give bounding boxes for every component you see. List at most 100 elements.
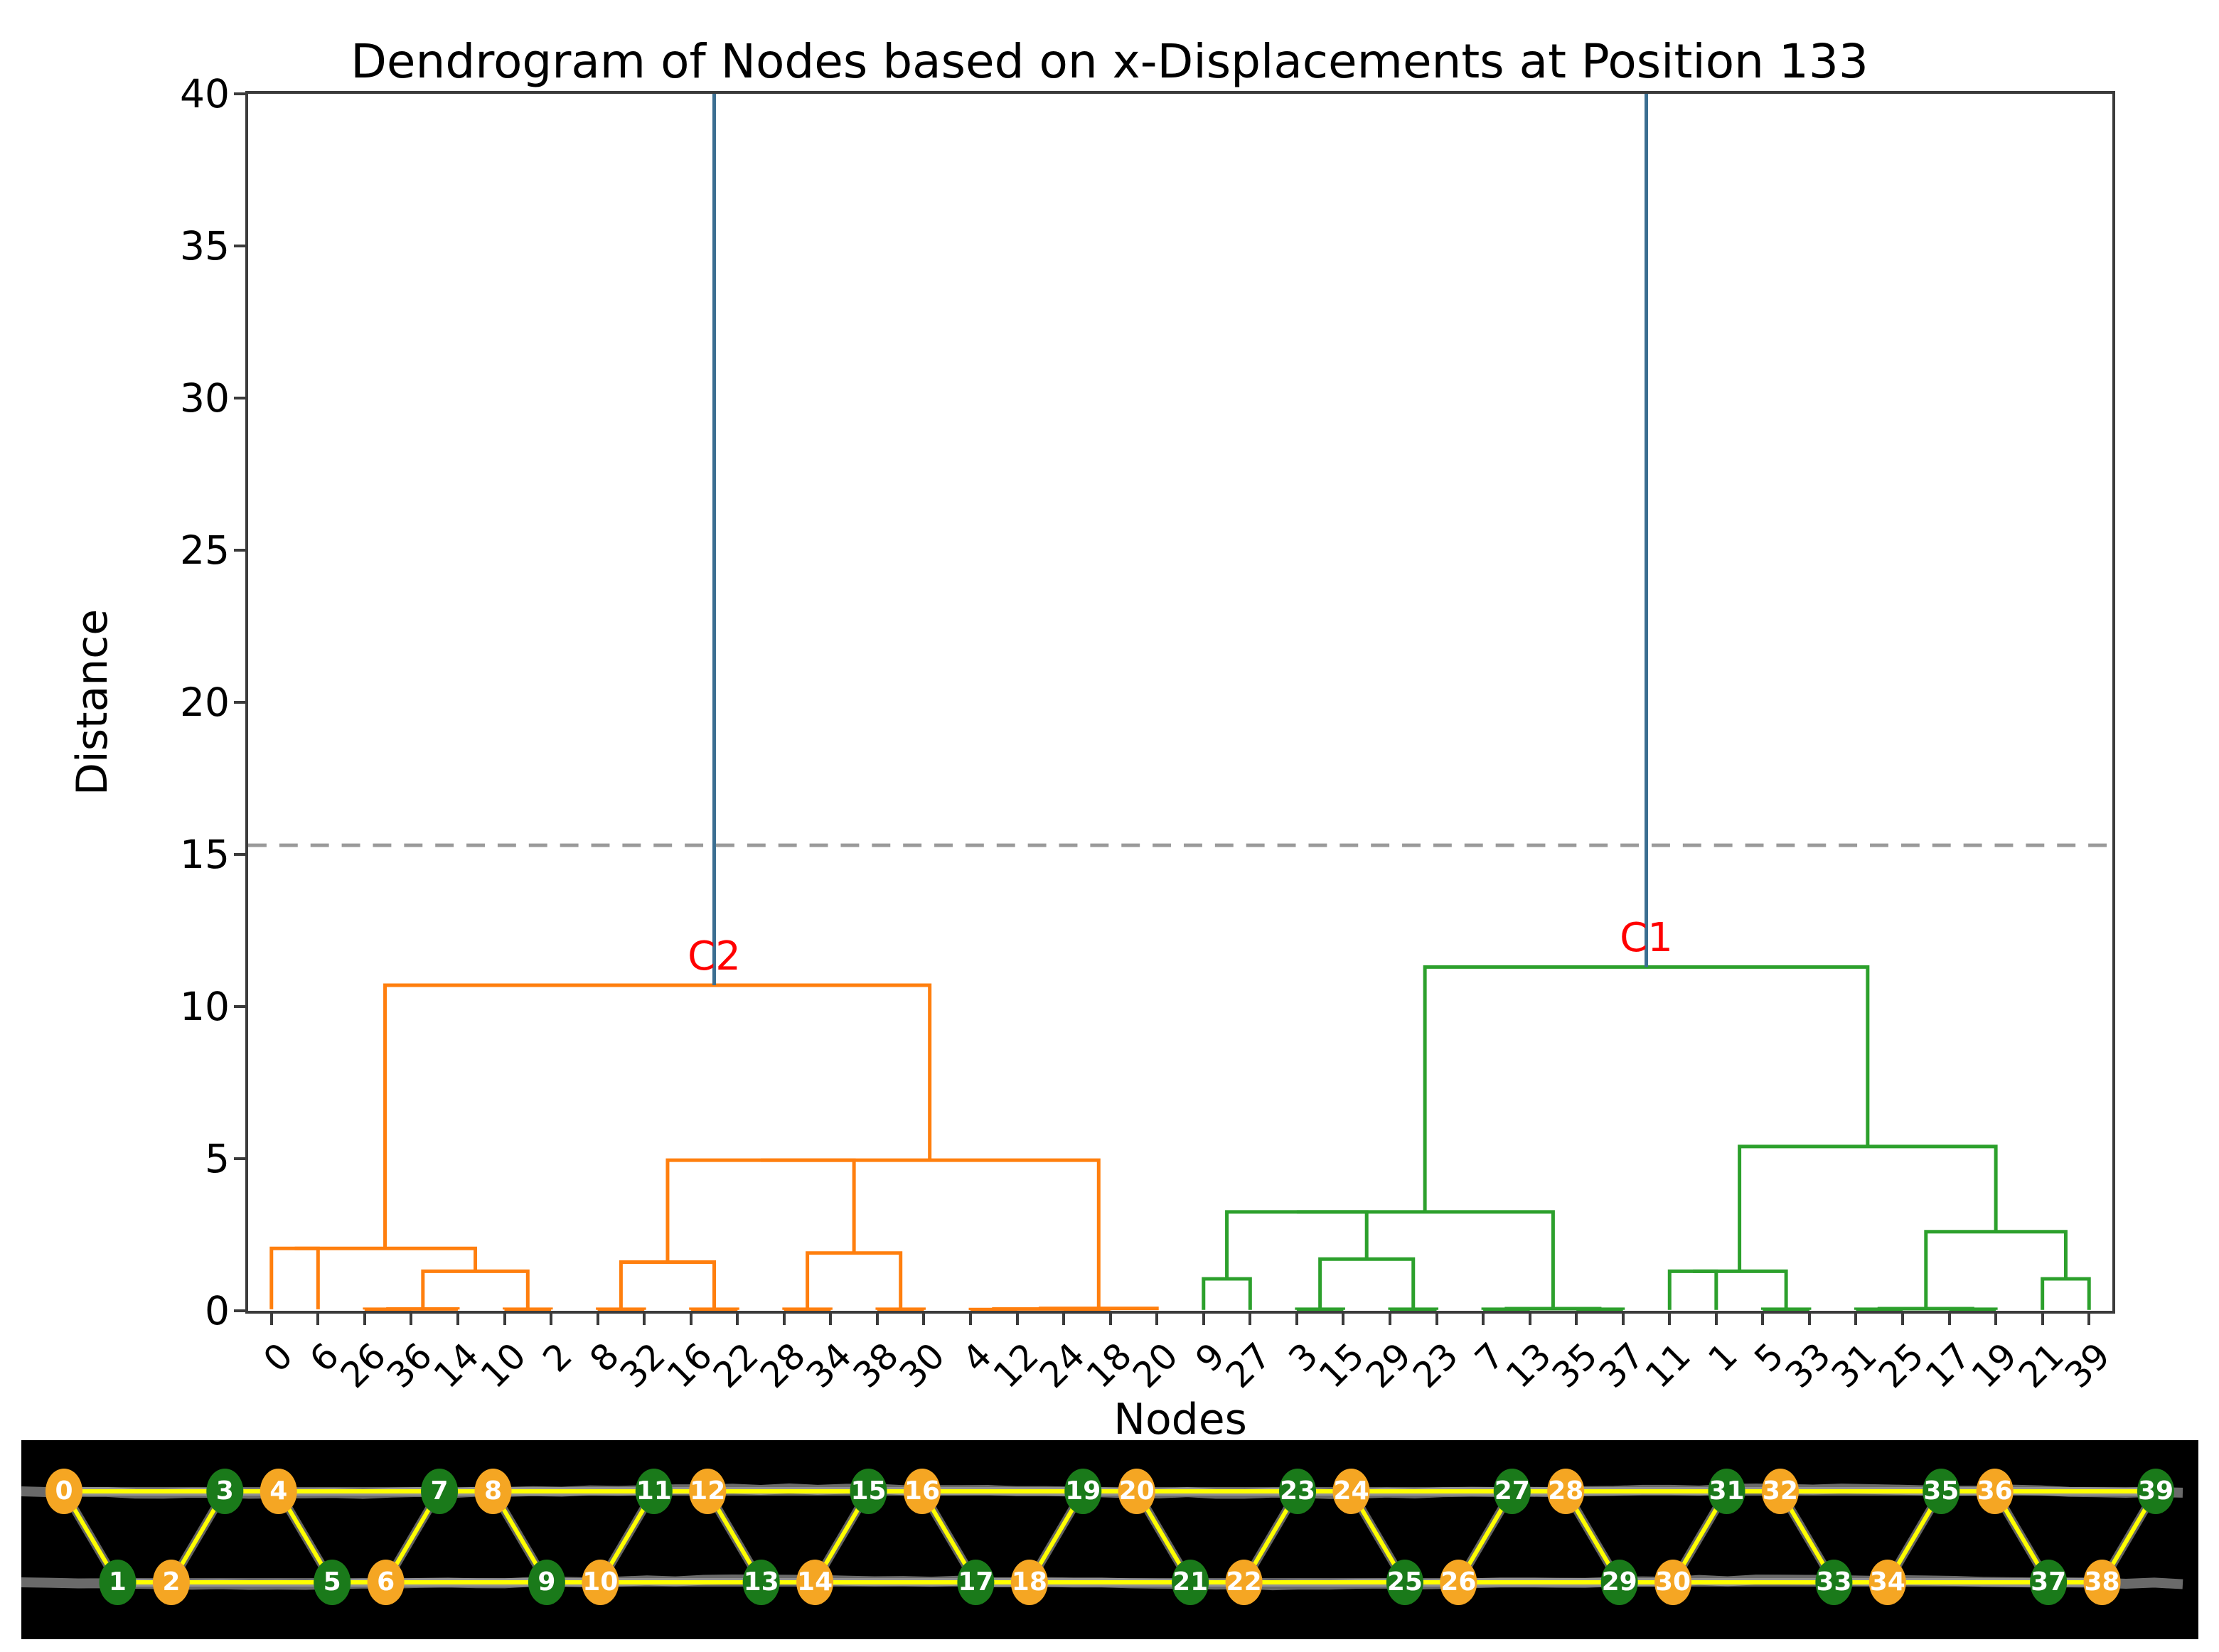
x-tick-label-node-2: 2 [535,1335,581,1380]
x-tick-mark [643,1311,646,1325]
x-tick-label-node-20: 20 [1125,1335,1186,1396]
dendrogram-link [1320,1259,1413,1309]
bridge-node-22[interactable] [1226,1560,1263,1605]
bridge-node-25[interactable] [1386,1560,1423,1605]
dendrogram-link [1425,967,1868,1212]
bridge-node-38[interactable] [2084,1560,2121,1605]
y-tick-mark [234,1005,248,1008]
bridge-node-34[interactable] [1869,1560,1906,1605]
bridge-node-29[interactable] [1601,1560,1638,1605]
bridge-node-35[interactable] [1923,1469,1959,1514]
bridge-node-19[interactable] [1064,1469,1101,1514]
bridge-node-4[interactable] [260,1469,297,1514]
bridge-node-17[interactable] [957,1560,994,1605]
bridge-node-3[interactable] [206,1469,243,1514]
dendrogram-link [808,1253,901,1309]
x-tick-label-node-39: 39 [2057,1335,2118,1396]
y-tick-label: 25 [180,527,230,573]
bridge-node-10[interactable] [582,1560,619,1605]
x-tick-label-node-1: 1 [1700,1335,1745,1380]
dendrogram-link [2043,1279,2090,1310]
x-tick-mark [550,1311,552,1325]
cluster-label-c1: C1 [1620,915,1673,961]
bridge-node-8[interactable] [474,1469,511,1514]
y-tick-mark [234,1157,248,1160]
x-tick-mark [1901,1311,1904,1325]
bridge-node-20[interactable] [1118,1469,1155,1514]
bridge-node-36[interactable] [1977,1469,2014,1514]
dendrogram-link [877,1309,924,1310]
bridge-node-16[interactable] [904,1469,941,1514]
x-tick-mark [876,1311,879,1325]
dendrogram-link [621,1262,714,1309]
x-tick-mark [363,1311,366,1325]
bridge-node-12[interactable] [689,1469,726,1514]
x-tick-mark [316,1311,319,1325]
bridge-node-0[interactable] [46,1469,82,1514]
bridge-node-13[interactable] [743,1560,780,1605]
bridge-node-31[interactable] [1709,1469,1745,1514]
y-tick-label: 40 [180,71,230,117]
bridge-node-diagram: 0123456789101112131415161718192021222324… [21,1440,2198,1639]
bridge-node-15[interactable] [850,1469,887,1514]
y-tick-mark [234,701,248,704]
x-tick-label-node-30: 30 [892,1335,953,1396]
bridge-node-30[interactable] [1654,1560,1691,1605]
bridge-node-39[interactable] [2137,1469,2174,1514]
bridge-node-21[interactable] [1172,1560,1209,1605]
x-tick-mark [829,1311,832,1325]
bridge-node-24[interactable] [1332,1469,1369,1514]
dendrogram-link [1390,1309,1437,1310]
bridge-node-1[interactable] [99,1560,136,1605]
bridge-node-18[interactable] [1011,1560,1048,1605]
dendrogram-link [598,1309,645,1310]
x-tick-mark [1202,1311,1205,1325]
page-title: Dendrogram of Nodes based on x-Displacem… [0,34,2219,89]
bridge-node-37[interactable] [2030,1560,2067,1605]
x-tick-mark [1342,1311,1344,1325]
x-tick-label-node-11: 11 [1637,1335,1699,1396]
plot-area: C2C1 05101520253035400626361410283216222… [245,91,2115,1314]
dendrogram-link [668,1160,854,1262]
x-tick-label-node-0: 0 [255,1335,301,1380]
x-tick-mark [1435,1311,1438,1325]
x-tick-mark [1482,1311,1485,1325]
y-tick-label: 5 [205,1136,230,1181]
bridge-node-28[interactable] [1547,1469,1584,1514]
bridge-node-14[interactable] [796,1560,833,1605]
x-tick-mark [1808,1311,1811,1325]
bridge-node-33[interactable] [1815,1560,1852,1605]
bridge-node-5[interactable] [314,1560,351,1605]
y-tick-mark [234,92,248,95]
x-tick-mark [1109,1311,1112,1325]
x-tick-mark [1854,1311,1857,1325]
bridge-node-2[interactable] [153,1560,190,1605]
bridge-node-26[interactable] [1440,1560,1477,1605]
dendrogram-link [272,1248,319,1309]
bridge-node-11[interactable] [636,1469,673,1514]
dendrogram-link [1669,1271,1716,1309]
dendrogram-link [1040,1309,1157,1311]
bridge-node-6[interactable] [368,1560,405,1605]
y-tick-mark [234,853,248,856]
y-tick-label: 0 [205,1288,230,1334]
x-tick-mark [1948,1311,1951,1325]
x-tick-mark [597,1311,599,1325]
bridge-node-7[interactable] [421,1469,458,1514]
bridge-node-23[interactable] [1279,1469,1316,1514]
x-tick-mark [1295,1311,1298,1325]
x-tick-mark [690,1311,693,1325]
dendrogram-link [1926,1232,2066,1309]
chart-figure: Dendrogram of Nodes based on x-Displacem… [0,0,2219,1429]
x-tick-mark [1575,1311,1578,1325]
x-tick-mark [410,1311,412,1325]
bridge-node-32[interactable] [1762,1469,1799,1514]
dendrogram-link [761,1160,1098,1308]
bridge-node-9[interactable] [528,1560,565,1605]
plot-inner: C2C1 [248,94,2112,1311]
bridge-node-27[interactable] [1494,1469,1531,1514]
x-tick-mark [1622,1311,1625,1325]
dendrogram-link [1693,1271,1786,1309]
y-axis-label: Distance [68,91,117,1314]
